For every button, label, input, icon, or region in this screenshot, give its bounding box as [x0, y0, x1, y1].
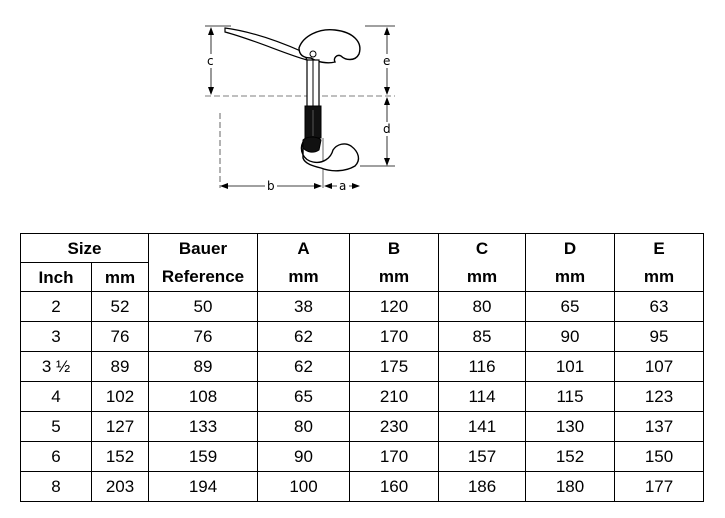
header-size-mm: mm: [91, 262, 149, 292]
cell-reference: 76: [148, 321, 258, 352]
cell-a: 62: [257, 351, 350, 382]
cell-a: 100: [257, 471, 350, 502]
label-d: d: [383, 122, 391, 136]
cell-c: 141: [438, 411, 526, 442]
cell-a: 65: [257, 381, 350, 412]
cell-a: 62: [257, 321, 350, 352]
size-specification-table: Size Bauer A B C D E Inch mm Reference m…: [20, 233, 704, 502]
cell-b: 210: [349, 381, 439, 412]
cell-d: 65: [525, 291, 615, 322]
table-row: 3 ½ 89 89 62 175 116 101 107: [20, 351, 704, 382]
label-a: a: [339, 179, 346, 193]
cell-mm: 89: [91, 351, 149, 382]
cell-e: 177: [614, 471, 704, 502]
header-b-unit: mm: [349, 262, 439, 292]
dimension-a: a: [324, 179, 360, 193]
cell-inch: 3: [20, 321, 92, 352]
dimension-c: c: [205, 27, 217, 95]
cell-a: 90: [257, 441, 350, 472]
header-d: D: [525, 233, 615, 263]
label-b: b: [267, 179, 275, 193]
cell-e: 107: [614, 351, 704, 382]
header-e-unit: mm: [614, 262, 704, 292]
bottom-hook: [300, 136, 360, 172]
cell-reference: 108: [148, 381, 258, 412]
cell-b: 170: [349, 321, 439, 352]
header-d-unit: mm: [525, 262, 615, 292]
label-e: e: [383, 54, 390, 68]
cell-c: 186: [438, 471, 526, 502]
header-reference: Reference: [148, 262, 258, 292]
header-a-unit: mm: [257, 262, 350, 292]
lever-handle: [224, 27, 361, 64]
header-c: C: [438, 233, 526, 263]
cell-mm: 127: [91, 411, 149, 442]
cell-b: 160: [349, 471, 439, 502]
cell-e: 95: [614, 321, 704, 352]
cell-reference: 194: [148, 471, 258, 502]
table-row: 6 152 159 90 170 157 152 150: [20, 441, 704, 472]
header-row-bottom: Inch mm Reference mm mm mm mm mm: [20, 262, 704, 292]
dimension-b: b: [220, 179, 322, 193]
cell-inch: 4: [20, 381, 92, 412]
cell-reference: 133: [148, 411, 258, 442]
cell-a: 38: [257, 291, 350, 322]
cell-c: 80: [438, 291, 526, 322]
label-c: c: [207, 54, 214, 68]
cell-b: 175: [349, 351, 439, 382]
header-c-unit: mm: [438, 262, 526, 292]
header-size: Size: [20, 233, 149, 263]
table-row: 4 102 108 65 210 114 115 123: [20, 381, 704, 412]
dimension-d: d: [381, 97, 393, 166]
header-bauer: Bauer: [148, 233, 258, 263]
cell-mm: 102: [91, 381, 149, 412]
cell-e: 137: [614, 411, 704, 442]
cell-b: 170: [349, 441, 439, 472]
cell-c: 157: [438, 441, 526, 472]
table-row: 5 127 133 80 230 141 130 137: [20, 411, 704, 442]
cell-c: 116: [438, 351, 526, 382]
cell-e: 150: [614, 441, 704, 472]
table-row: 3 76 76 62 170 85 90 95: [20, 321, 704, 352]
table-row: 2 52 50 38 120 80 65 63: [20, 291, 704, 322]
dimension-e: e: [381, 27, 393, 95]
header-row-top: Size Bauer A B C D E: [20, 233, 704, 263]
cell-mm: 76: [91, 321, 149, 352]
cell-inch: 8: [20, 471, 92, 502]
header-b: B: [349, 233, 439, 263]
cell-mm: 203: [91, 471, 149, 502]
cell-d: 152: [525, 441, 615, 472]
cell-e: 63: [614, 291, 704, 322]
coupling-body: [304, 59, 322, 139]
cell-e: 123: [614, 381, 704, 412]
coupling-dimension-drawing: c e d b a: [205, 25, 395, 193]
cell-inch: 5: [20, 411, 92, 442]
header-e: E: [614, 233, 704, 263]
header-inch: Inch: [20, 262, 92, 292]
cell-b: 230: [349, 411, 439, 442]
cell-reference: 159: [148, 441, 258, 472]
cell-b: 120: [349, 291, 439, 322]
cell-d: 180: [525, 471, 615, 502]
header-a: A: [257, 233, 350, 263]
cell-mm: 52: [91, 291, 149, 322]
cell-reference: 89: [148, 351, 258, 382]
cell-inch: 3 ½: [20, 351, 92, 382]
cell-inch: 2: [20, 291, 92, 322]
cell-a: 80: [257, 411, 350, 442]
cell-d: 101: [525, 351, 615, 382]
cell-d: 130: [525, 411, 615, 442]
cell-c: 85: [438, 321, 526, 352]
cell-d: 90: [525, 321, 615, 352]
table-row: 8 203 194 100 160 186 180 177: [20, 471, 704, 502]
cell-c: 114: [438, 381, 526, 412]
cell-inch: 6: [20, 441, 92, 472]
cell-d: 115: [525, 381, 615, 412]
cell-mm: 152: [91, 441, 149, 472]
cell-reference: 50: [148, 291, 258, 322]
